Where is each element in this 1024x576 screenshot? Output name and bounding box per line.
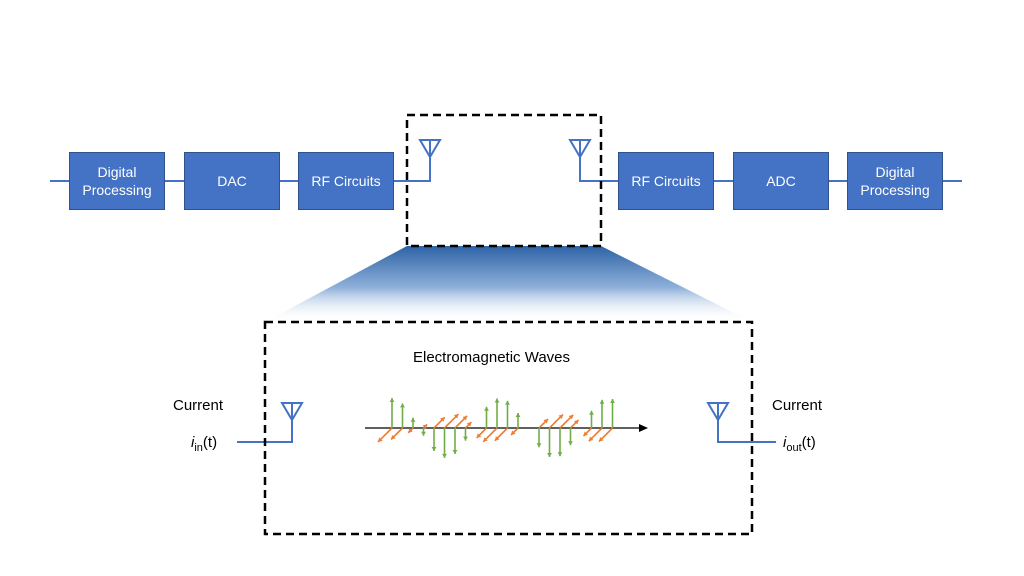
e-field-arrow-head [610,399,615,404]
e-field-arrow-head [484,406,489,411]
channel-dashed-frame [405,113,603,248]
e-field-arrow-head [505,400,510,405]
e-field-arrow-head [431,446,437,451]
e-field-arrow-head [421,431,426,436]
b-field-arrow-head [494,436,500,441]
zoom-dashed-frame [263,320,754,536]
output-antenna-icon [706,402,730,422]
input-current-symbol: iin(t) [191,434,218,454]
b-field-arrow-head [511,430,516,435]
b-field-arrow-head [440,417,445,422]
e-field-arrow-head [599,399,605,404]
rx-antenna-icon [568,139,592,159]
signal-lines [50,157,962,443]
left-current-label: Current [173,397,224,414]
b-field-arrow-head [588,436,594,442]
right-current-label: Current [772,397,823,414]
b-field-arrow-head [453,414,459,419]
b-field-arrow-head [483,437,488,442]
e-field-arrow-head [410,417,416,422]
e-field-arrow-head [452,449,458,454]
dac-block: DAC [184,152,280,210]
e-field-arrow-head [463,436,468,441]
e-field-arrow-head [547,452,552,457]
tx-rf-circuits-block: RF Circuits [298,152,394,210]
e-field-arrow-head [589,410,594,415]
output-current-symbol: iout(t) [783,434,816,454]
input-antenna-icon [280,402,304,422]
e-field-arrow-head [494,398,500,403]
adc-block: ADC [733,152,829,210]
b-field-arrow-head [574,419,579,425]
arrow-right-icon [639,424,648,432]
tx-antenna-icon [418,139,442,159]
rx-rf-circuits-block: RF Circuits [618,152,714,210]
e-field-arrow-head [515,413,521,417]
rx-digital-processing-block: Digital Processing [847,152,943,210]
e-field-arrow-head [389,398,395,402]
b-field-arrow-head [558,414,564,420]
tx-digital-processing-block: Digital Processing [69,152,165,210]
b-field-arrow-head [378,437,383,442]
b-field-arrow-head [422,424,428,429]
em-waves-title: Electromagnetic Waves [413,349,571,366]
e-field-arrow-head [557,452,563,457]
b-field-arrow-head [583,431,588,437]
b-field-arrow-head [466,422,472,427]
b-field-arrow-head [462,415,468,421]
wave-arrows [377,398,615,458]
e-field-arrow-head [568,441,573,446]
zoom-projection [265,246,752,322]
e-field-arrow-head [442,453,447,458]
b-field-arrow-head [408,428,413,433]
b-field-arrow-head [598,436,604,442]
e-field-arrow-head [400,403,405,408]
b-field-arrow-head [476,433,482,438]
b-field-arrow-head [543,419,548,424]
b-field-arrow-head [391,434,396,440]
b-field-arrow-head [568,414,574,420]
e-field-arrow-head [536,443,542,448]
